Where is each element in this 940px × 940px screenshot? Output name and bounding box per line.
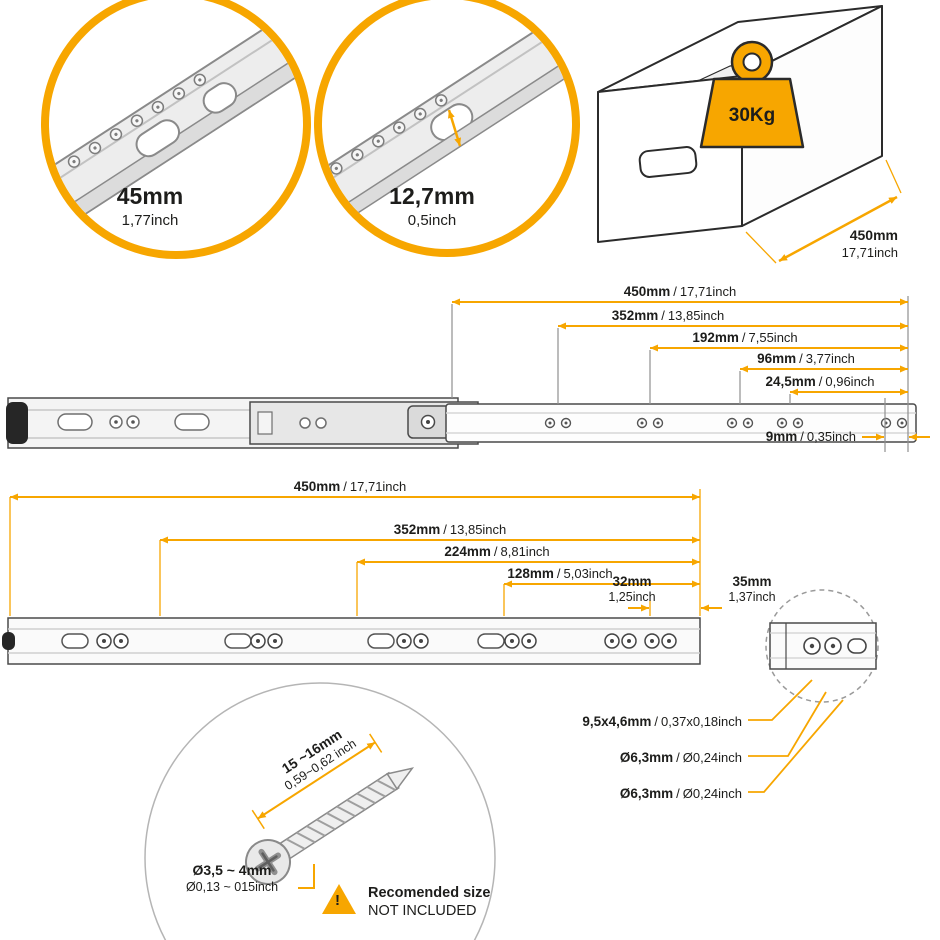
dimension-lines-extended — [452, 298, 930, 441]
dim-closed-352: 352mm/13,85inch — [393, 522, 507, 537]
mounting-holes — [544, 417, 908, 429]
weight-icon — [699, 40, 805, 149]
extension-lines-closed — [9, 489, 701, 616]
callout-127-label: 12,7mm 0,5inch — [389, 183, 475, 229]
dim-closed-35: 35mm 1,37inch — [728, 574, 776, 604]
not-included-note: Recomended size NOT INCLUDED — [368, 885, 491, 920]
closed-slide-drawing — [2, 617, 701, 665]
screw-diameter-leader — [298, 864, 315, 889]
dim-extended-192: 192mm/7,55inch — [692, 330, 798, 345]
drawer-illustration — [597, 5, 902, 264]
extension-lines-extended — [451, 296, 909, 452]
extended-slide-drawing — [6, 397, 917, 449]
callout-45-label: 45mm 1,77inch — [116, 183, 184, 229]
dim-extended-9: 9mm/0,35inch — [765, 429, 856, 444]
rail-end-cap — [2, 632, 15, 650]
screw-detail-circle — [144, 682, 496, 940]
rail-end-cap — [6, 402, 28, 444]
dimension-lines-closed — [10, 493, 722, 612]
screw-length-arrow — [251, 733, 383, 830]
dim-extended-352: 352mm/13,85inch — [611, 308, 725, 323]
dim-closed-128: 128mm/5,03inch — [507, 566, 613, 581]
thickness-arrow — [447, 109, 462, 147]
dim-closed-32: 32mm 1,25inch — [608, 574, 656, 604]
drawer-depth-label: 450mm 17,71inch — [841, 227, 898, 260]
dim-extended-450: 450mm/17,71inch — [623, 284, 737, 299]
dim-extended-245: 24,5mm/0,96inch — [765, 374, 875, 389]
drawer-handle — [638, 146, 698, 178]
dim-closed-450: 450mm/17,71inch — [293, 479, 407, 494]
mounting-holes — [96, 633, 677, 649]
dim-closed-224: 224mm/8,81inch — [444, 544, 550, 559]
screw-diameter-label: Ø3,5 ~ 4mm Ø0,13 ~ 015inch — [185, 862, 279, 894]
screw-illustration — [245, 733, 415, 885]
dim-extended-96: 96mm/3,77inch — [757, 351, 855, 366]
drawer-depth-arrow — [745, 159, 902, 264]
weight-value: 30Kg — [728, 105, 776, 126]
hole-bottom-label: Ø6,3mm/Ø0,24inch — [619, 786, 742, 801]
hole-top-label: Ø6,3mm/Ø0,24inch — [619, 750, 742, 765]
hole-slot-label: 9,5x4,6mm/0,37x0,18inch — [582, 714, 742, 729]
hole-leader-lines — [748, 679, 844, 793]
detail-circle — [765, 589, 879, 703]
warning-icon: ! — [322, 884, 356, 914]
mounting-slots — [61, 633, 505, 649]
